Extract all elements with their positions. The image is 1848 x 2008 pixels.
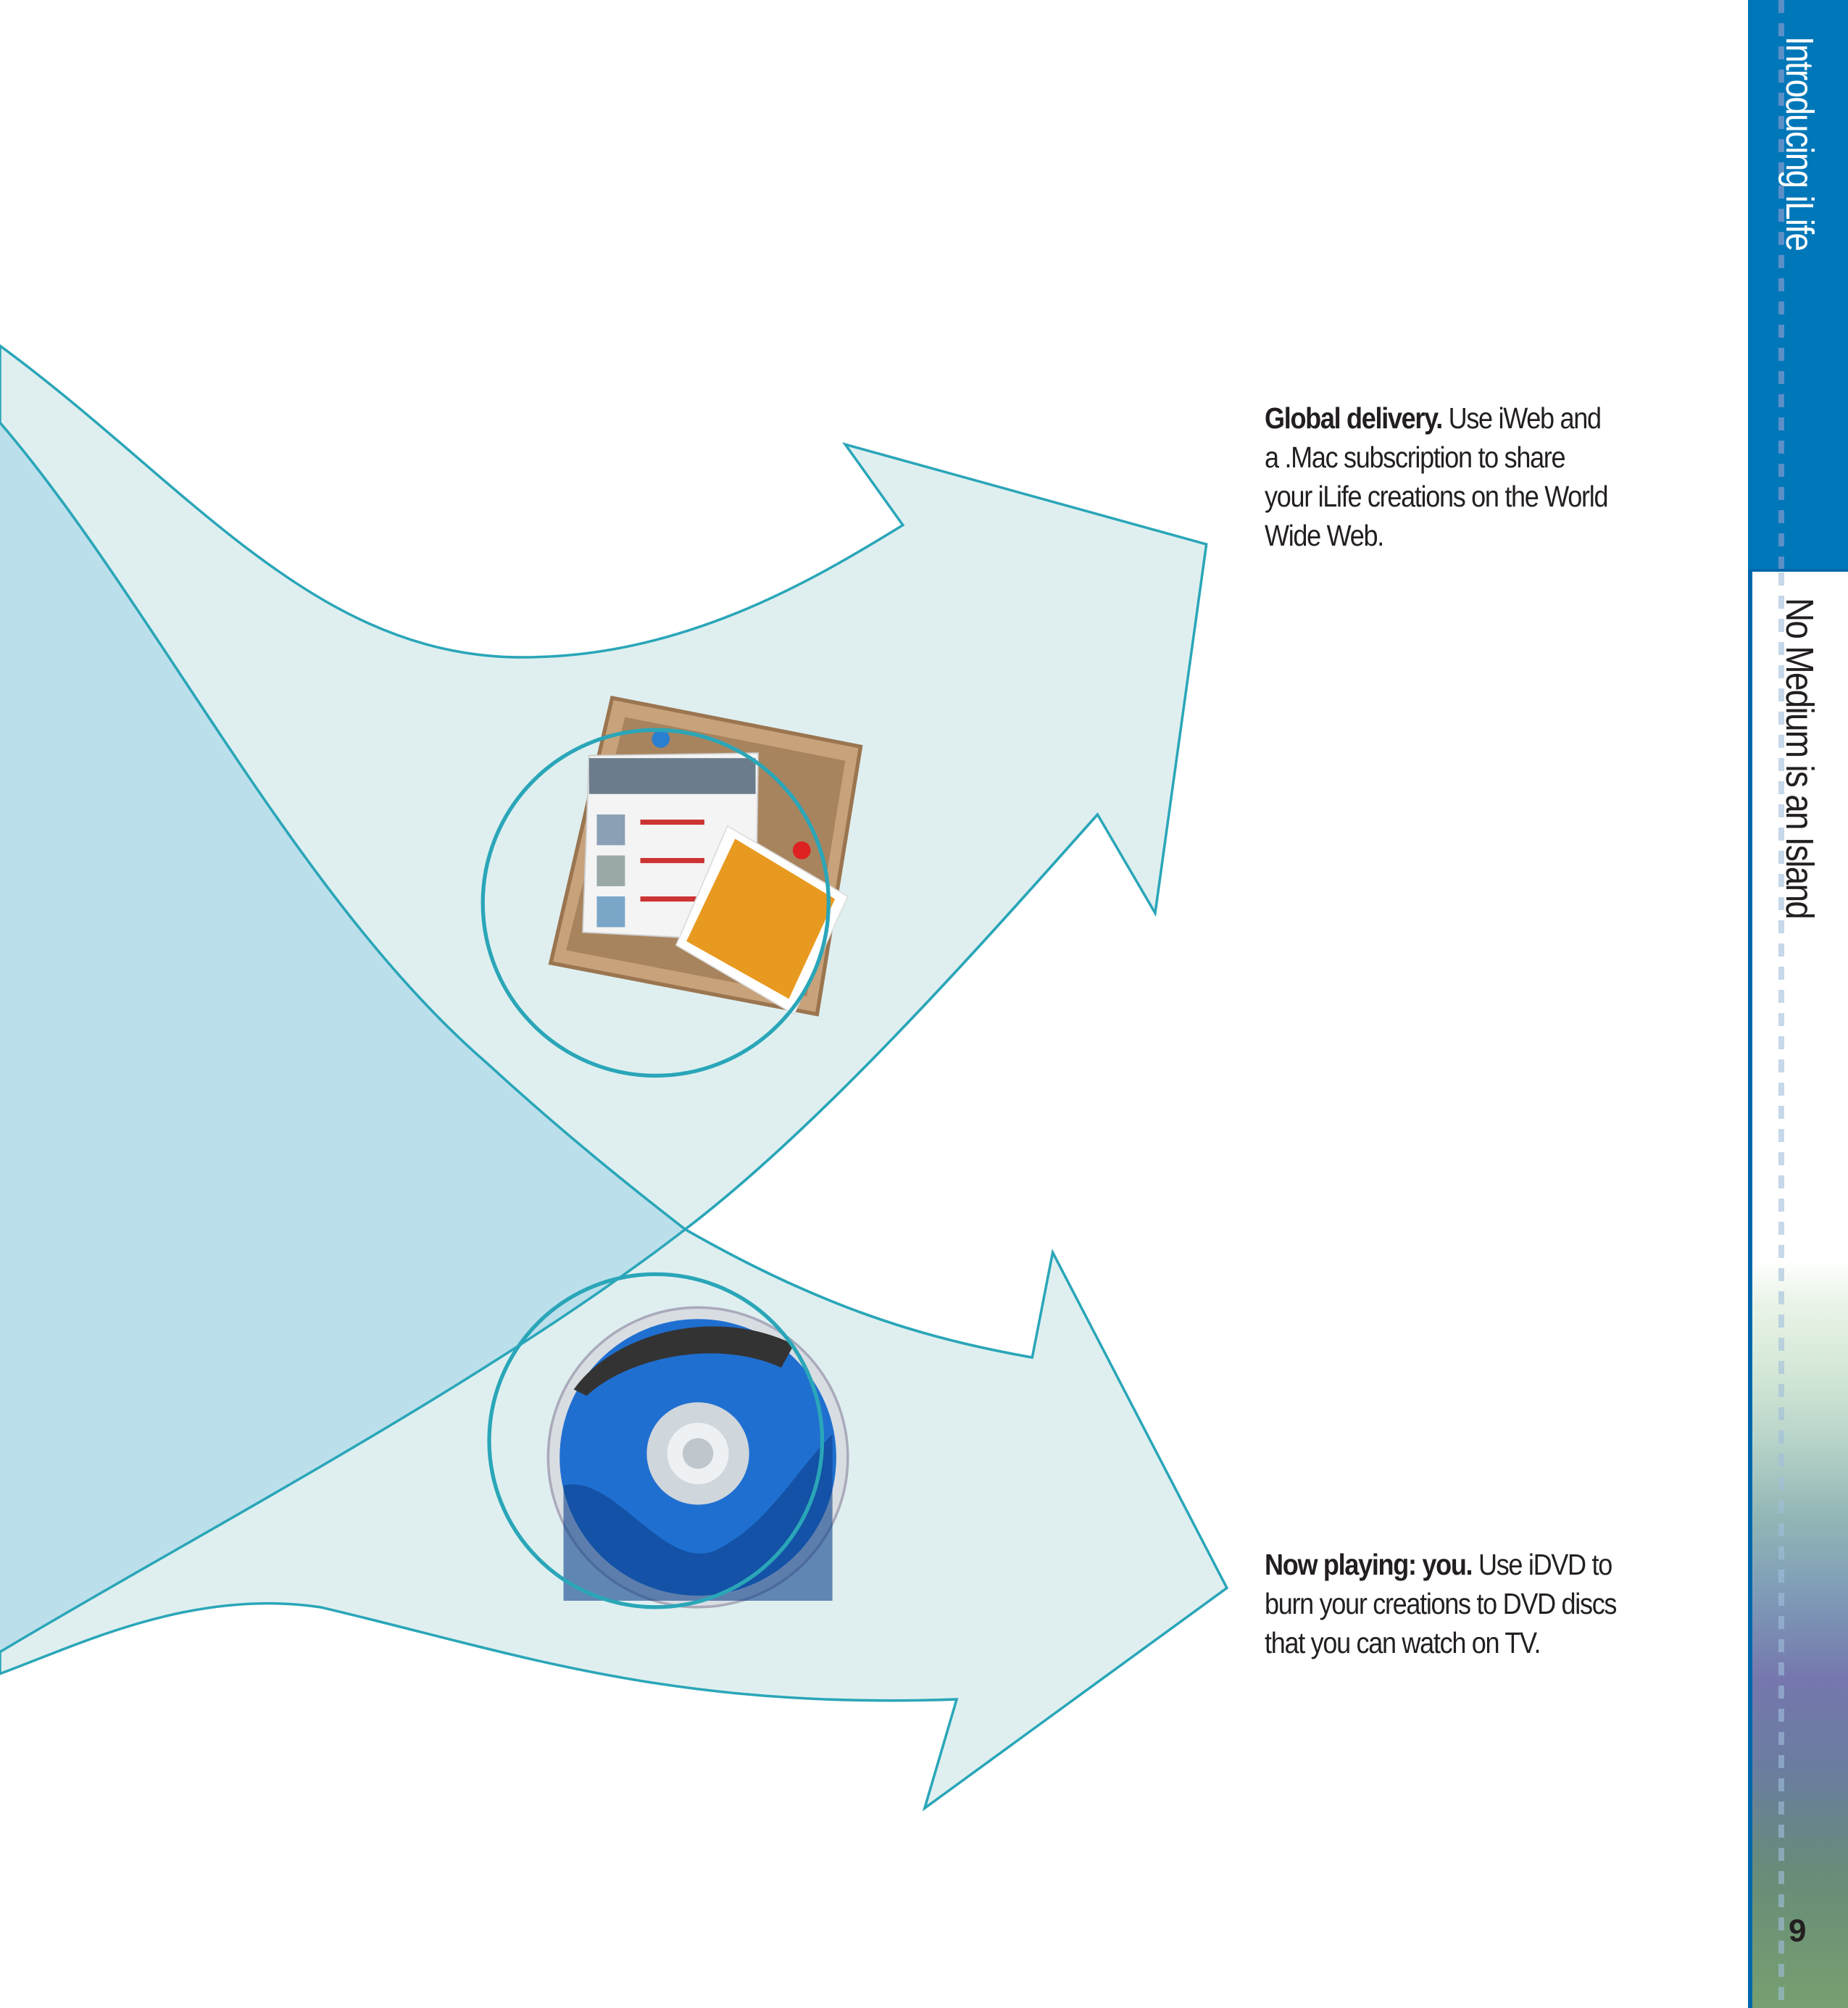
feature-title: Global delivery. xyxy=(1265,401,1443,435)
iweb-icon xyxy=(548,696,863,1017)
idvd-highlight-circle xyxy=(487,1272,825,1609)
tab-introducing-ilife[interactable]: Introducing iLife xyxy=(1748,0,1848,569)
landscape-photo-strip xyxy=(1752,1261,1848,2008)
idvd-icon xyxy=(546,1306,849,1609)
arrow-overlap xyxy=(0,422,686,1652)
tab-label: Introducing iLife xyxy=(1778,36,1821,251)
feature-now-playing: Now playing: you. Use iDVD to burn your … xyxy=(1265,1548,1617,1659)
feature-title: Now playing: you. xyxy=(1265,1548,1473,1581)
iweb-highlight-circle xyxy=(480,728,831,1078)
chapter-sidebar: Introducing iLife No Medium is an Island… xyxy=(1748,0,1848,2008)
feature-global-delivery: Global delivery. Use iWeb and a .Mac sub… xyxy=(1265,401,1609,552)
section-label: No Medium is an Island xyxy=(1778,598,1821,919)
page-number: 9 xyxy=(1789,1913,1807,1949)
